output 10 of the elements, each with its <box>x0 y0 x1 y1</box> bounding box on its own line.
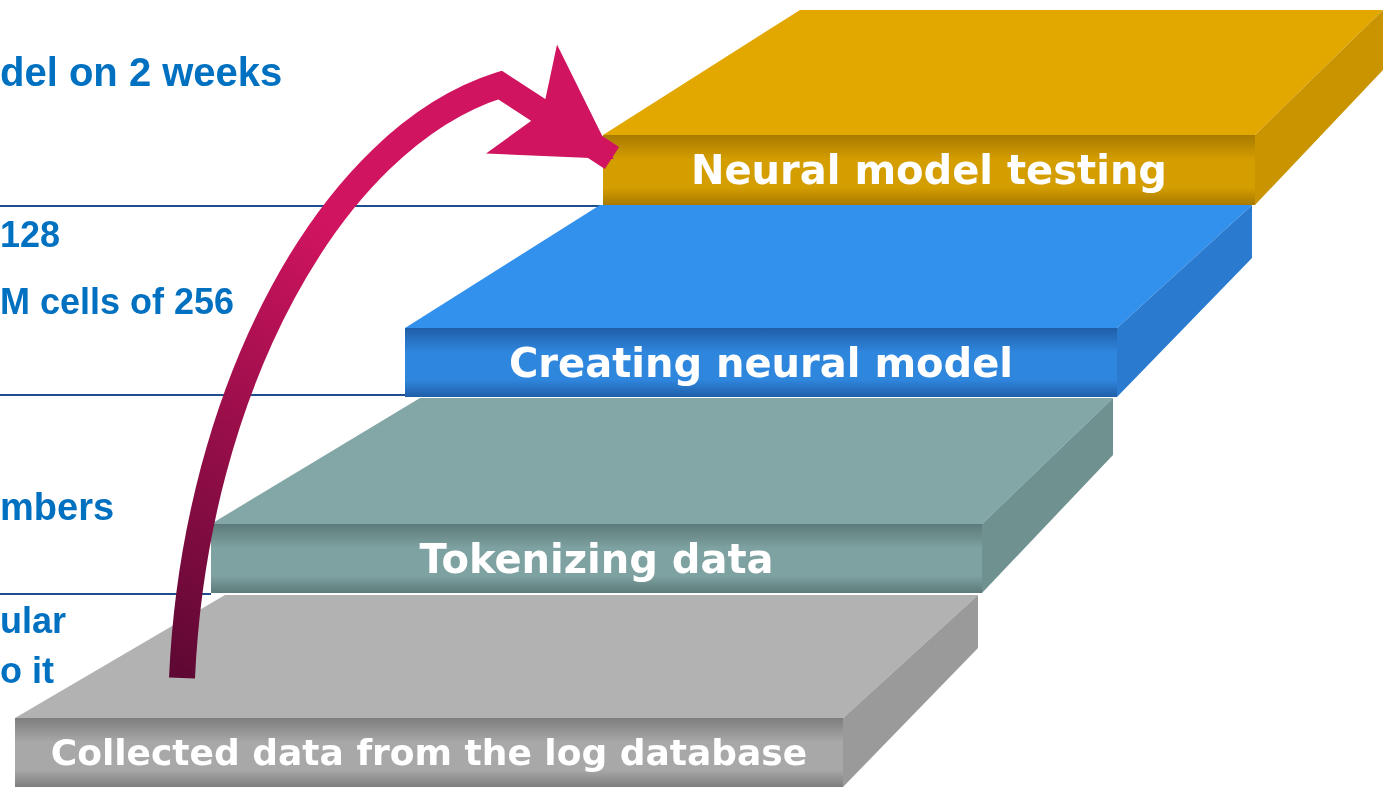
step-label: Creating neural model <box>507 339 1015 386</box>
step-label: Collected data from the log database <box>49 731 809 773</box>
note-text: M cells of 256 <box>0 284 235 320</box>
note-text: del on 2 weeks <box>0 52 283 92</box>
note-text: 128 <box>0 217 61 253</box>
note-text: mbers <box>0 488 115 526</box>
step-label: Neural model testing <box>690 147 1168 193</box>
note-text: ular <box>0 603 67 639</box>
step-label: Tokenizing data <box>418 535 775 582</box>
note-text: o it <box>0 653 54 689</box>
